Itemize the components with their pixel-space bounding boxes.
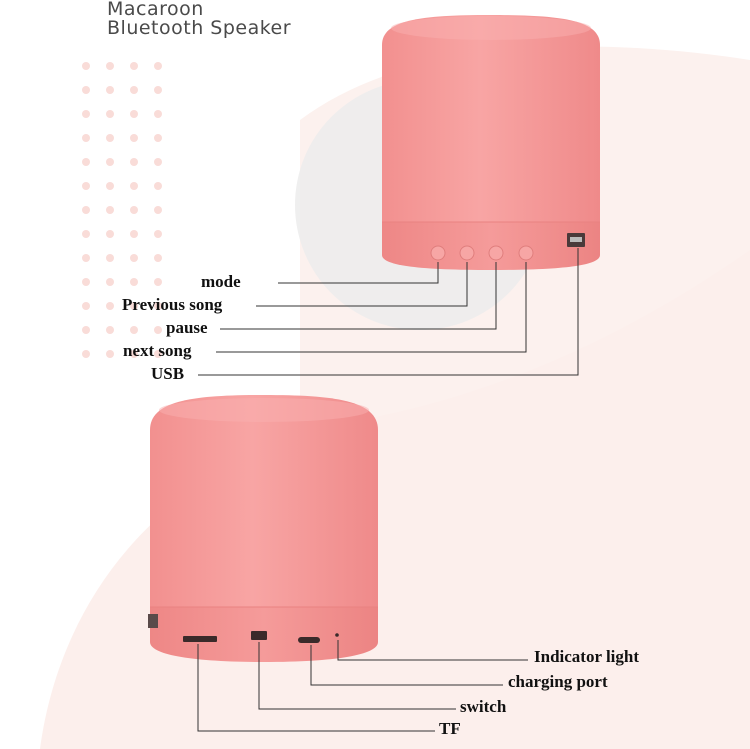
tf-slot-icon <box>183 636 217 642</box>
top-leader-lines <box>198 248 579 376</box>
indicator-light-icon <box>335 633 339 637</box>
speaker-top <box>382 15 600 270</box>
label-pause: pause <box>166 318 208 337</box>
label-indicator-light: Indicator light <box>534 647 640 666</box>
pause-button-icon <box>488 245 504 261</box>
dot-grid <box>82 62 162 358</box>
bottom-leader-lines <box>197 640 528 732</box>
title-line-1: Macaroon <box>107 0 204 20</box>
label-usb: USB <box>151 364 185 383</box>
mode-button-icon <box>430 245 446 261</box>
label-previous-song: Previous song <box>122 295 223 314</box>
switch-icon <box>251 631 267 640</box>
title-line-2: Bluetooth Speaker <box>107 17 292 39</box>
label-charging-port: charging port <box>508 672 608 691</box>
speaker-bottom-body <box>150 395 378 607</box>
charging-port-icon <box>298 637 320 643</box>
product-title: Macaroon Bluetooth Speaker <box>107 0 291 38</box>
next-button-icon <box>518 245 534 261</box>
speaker-bottom <box>148 395 378 662</box>
speaker-top-body <box>382 15 600 222</box>
label-switch: switch <box>460 697 507 716</box>
label-mode: mode <box>201 272 241 291</box>
previous-button-icon <box>459 245 475 261</box>
label-next-song: next song <box>123 341 192 360</box>
label-tf: TF <box>439 719 461 738</box>
